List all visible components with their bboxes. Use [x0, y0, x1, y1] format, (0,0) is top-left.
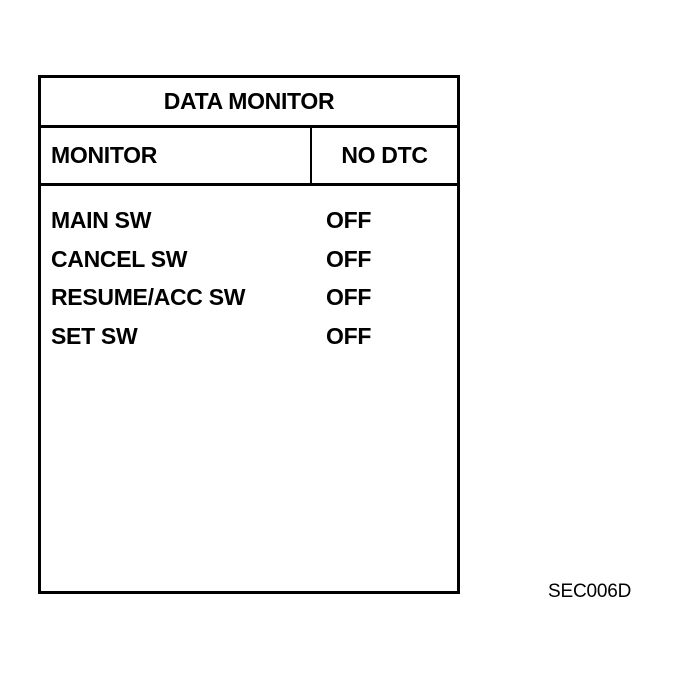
screen-title: DATA MONITOR [41, 78, 457, 128]
dtc-status: NO DTC [341, 142, 428, 168]
figure-code: SEC006D [548, 581, 632, 602]
monitor-header-row: MONITOR NO DTC [41, 128, 457, 186]
monitor-label: MONITOR [51, 142, 158, 168]
item-name: RESUME/ACC SW [51, 284, 246, 310]
item-value: OFF [326, 245, 372, 272]
list-item: RESUME/ACC SW OFF [51, 278, 446, 317]
list-item: SET SW OFF [51, 317, 446, 356]
monitor-item-list: MAIN SW OFF CANCEL SW OFF RESUME/ACC SW … [51, 201, 446, 355]
data-monitor-screen: DATA MONITOR MONITOR NO DTC MAIN SW OFF … [38, 75, 460, 594]
header-divider [310, 128, 312, 183]
item-name: MAIN SW [51, 207, 152, 233]
list-item: MAIN SW OFF [51, 201, 446, 240]
item-value: OFF [326, 322, 372, 349]
item-name: SET SW [51, 322, 138, 349]
item-name: CANCEL SW [51, 245, 188, 272]
item-value: OFF [326, 284, 372, 310]
list-item: CANCEL SW OFF [51, 240, 446, 279]
item-value: OFF [326, 207, 372, 233]
